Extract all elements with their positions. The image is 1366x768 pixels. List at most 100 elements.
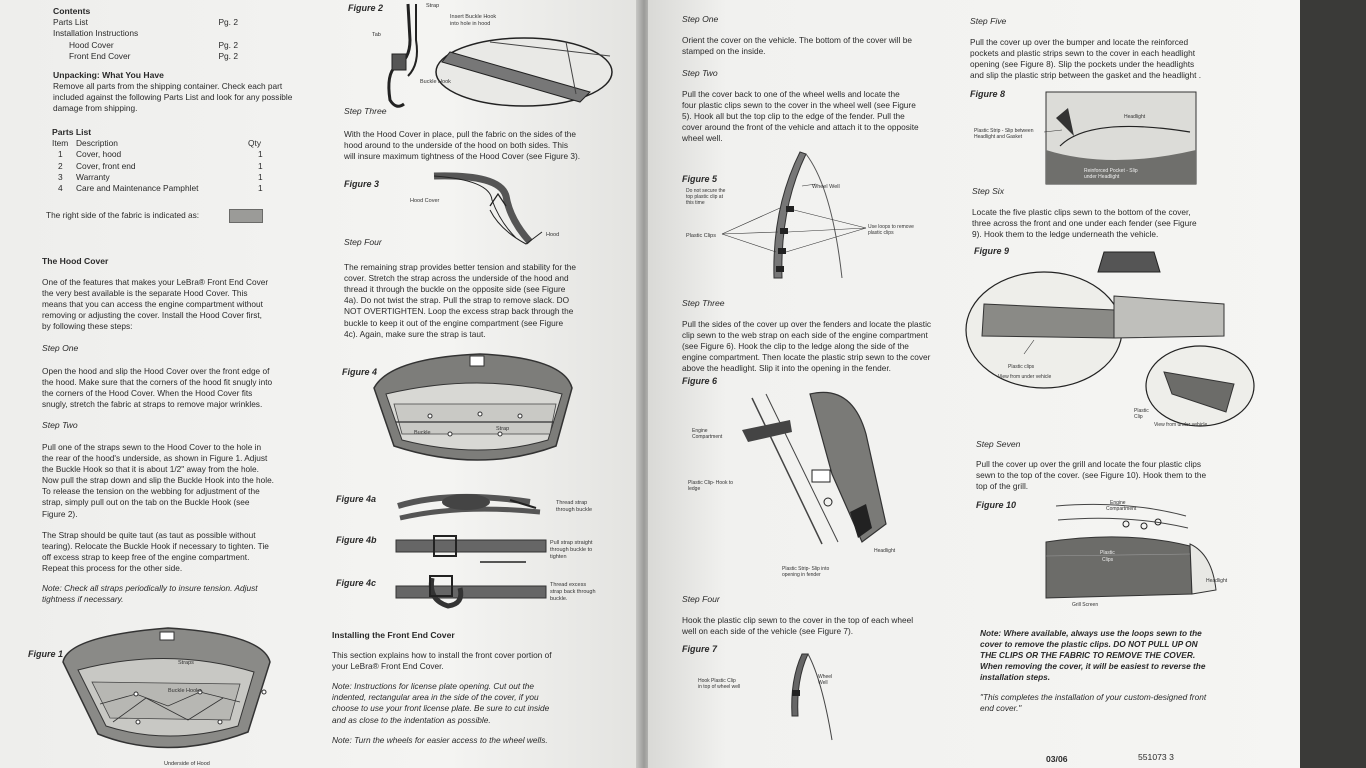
para-line: Now pull the strap down and slip the Buc… [42, 475, 274, 486]
fig5-note-3: this time [686, 200, 705, 206]
note-line: Note: Instructions for license plate ope… [332, 681, 535, 692]
step-four-section: Step Four The remaining strap provides b… [344, 237, 629, 340]
para-line: by following these steps: [42, 321, 133, 332]
fig2-strap-label: Strap [426, 3, 439, 9]
para-line: top of the grill. [976, 481, 1029, 492]
note-line: Note: Check all straps periodically to i… [42, 582, 258, 593]
para-line: NOT OVERTIGHTEN. Loop the excess strap b… [344, 306, 574, 317]
figure-9: Figure 9 Plastic clips View from under v… [964, 244, 1260, 434]
step-four-title: Step Four [344, 237, 382, 247]
figure-4b-label: Figure 4b [336, 535, 377, 545]
fig9-view-label-2: View from under vehicle [1154, 422, 1207, 428]
fig4b-caption-1: Pull strap straight [550, 540, 593, 546]
step-one-section: Step One Orient the cover on the vehicle… [682, 14, 967, 57]
step-seven-title: Step Seven [976, 439, 1021, 449]
step-three-section: Step Three With the Hood Cover in place,… [344, 106, 624, 162]
para-line: your LeBra® Front End Cover. [332, 661, 444, 672]
fig7-hook-label-2: in top of wheel well [698, 684, 740, 690]
figure-3-label: Figure 3 [344, 179, 380, 189]
wheel-well-clip-diagram: Hook Plastic Clip in top of wheel well W… [698, 653, 833, 741]
step-three-title: Step Three [344, 106, 387, 116]
para-line: To release the tension on the webbing fo… [42, 486, 260, 497]
para-line: sewn to the top of the cover. (see Figur… [976, 470, 1207, 481]
para-line: The Strap should be quite taut (as taut … [42, 529, 256, 540]
fig10-engine-label-1: Engine [1110, 500, 1126, 506]
figure-9-label: Figure 9 [974, 246, 1010, 256]
para-line: Pull the cover up over the grill and loc… [976, 459, 1202, 470]
figure-4a-label: Figure 4a [336, 494, 377, 504]
para-line: Figure 2). [42, 508, 78, 519]
para-line: (see Figure 6). Hook the clip to the led… [682, 341, 909, 352]
para-line: Pull one of the straps sewn to the Hood … [42, 442, 262, 453]
fig8-pocket-label-2: under Headlight [1084, 174, 1120, 180]
fig3-hood-label: Hood [546, 232, 559, 238]
fig8-strip-label-1: Plastic Strip - Slip between [974, 128, 1034, 134]
right-page: Step One Orient the cover on the vehicle… [648, 0, 1300, 768]
para-line: opening (see Figure 8). Slip the pockets… [970, 59, 1195, 70]
para-line: 4a). Do not twist the strap. Pull the st… [344, 295, 570, 306]
fig7-well-label: Well [818, 680, 828, 686]
para-line: above the headlight. Slip it into the op… [682, 363, 891, 374]
step-seven-section: Step Seven Pull the cover up over the gr… [976, 439, 1260, 492]
note-line: tightness if necessary. [42, 593, 124, 604]
fig4a-caption-2: through buckle [556, 507, 592, 513]
fig5-loops-label-1: Use loops to remove [868, 224, 914, 230]
figure-4c-label: Figure 4c [336, 578, 377, 588]
note-line: indented, rectangular area in the side o… [332, 692, 539, 703]
fabric-swatch [229, 209, 264, 223]
para-line: thread it through the buckle on the oppo… [344, 284, 566, 295]
step-four-title-right: Step Four [682, 594, 720, 604]
para-line: tearing). Relocate the Buckle Hook if ne… [42, 540, 269, 551]
closing-line: "This completes the installation of your… [980, 692, 1207, 703]
para-line: Pull the cover up over the bumper and lo… [970, 37, 1189, 48]
hood-fabric-diagram: Hood Cover Hood [410, 172, 559, 245]
fig5-wheel-well-label: Wheel Well [812, 184, 840, 190]
para-line: the very best available is the separate … [42, 288, 248, 299]
note-line: When removing the cover, it will be easi… [980, 661, 1206, 672]
step-six-title: Step Six [972, 186, 1005, 196]
para-line: Pull the sides of the cover up over the … [682, 319, 932, 330]
para-line: Pull the cover back to one of the wheel … [682, 89, 900, 100]
fig6-engine-label-2: Compartment [692, 434, 723, 440]
fig8-pocket-label-1: Reinforced Pocket - Slip [1084, 168, 1138, 174]
fig1-buckle-hooks-label: Buckle Hooks [168, 688, 202, 694]
note-line: cover to remove the plastic clips. DO NO… [980, 639, 1198, 650]
fig10-engine-label-2: Compartment [1106, 506, 1137, 512]
para-line: Orient the cover on the vehicle. The bot… [682, 35, 912, 46]
para-line: Open the hood and slip the Hood Cover ov… [42, 365, 270, 376]
fig6-headlight-label: Headlight [874, 548, 896, 554]
step-six-section: Step Six Locate the five plastic clips s… [972, 186, 1260, 240]
note-line: installation steps. [980, 672, 1051, 683]
fig2-buckle-hook-label: Buckle Hook [420, 79, 451, 85]
para-line: the rear of the hood's underside, as sho… [42, 453, 268, 464]
fig4c-caption-2: strap back through [550, 589, 596, 595]
figure-4a: Figure 4a Thread strap through buckle [330, 484, 630, 524]
step-one-title-right: Step One [682, 14, 719, 24]
para-line: means that you can access the engine com… [42, 299, 263, 310]
grill-clip-diagram: Engine Compartment Plastic Clips Headlig… [1045, 500, 1228, 608]
para-line: and slip the plastic strip between the g… [970, 70, 1202, 81]
figure-2-label: Figure 2 [348, 3, 384, 13]
note-line: choose to use your front license plate. … [332, 703, 550, 714]
figure-6: Figure 6 Engine Compartment Plastic Clip… [682, 374, 972, 584]
para-line: clip sewn to the web strap on each side … [682, 330, 928, 341]
fig8-strip-label-2: Headlight and Gasket [974, 134, 1023, 140]
para-line: off excess strap to keep free of the eng… [42, 551, 250, 562]
para-line: well on each side of the vehicle (see Fi… [682, 626, 854, 637]
wheel-well-diagram: Do not secure the top plastic clip at th… [686, 151, 914, 279]
fig7-wheel-label: Wheel [818, 674, 832, 680]
right-side-indicator: The right side of the fabric is indicate… [46, 209, 264, 223]
fig6-clip-label-2: ledge [688, 486, 700, 492]
step-five-section: Step Five Pull the cover up over the bum… [970, 16, 1258, 81]
hood-underside-diagram: Straps Buckle Hooks Underside of Hood [62, 627, 271, 767]
fig4-buckle-label: Buckle [414, 430, 431, 436]
unpacking-title: Unpacking: What You Have [53, 70, 164, 80]
para-line: This section explains how to install the… [332, 650, 552, 661]
fig4-strap-label: Strap [496, 426, 509, 432]
para-line: pockets and plastic strips sewn to the c… [970, 48, 1196, 59]
